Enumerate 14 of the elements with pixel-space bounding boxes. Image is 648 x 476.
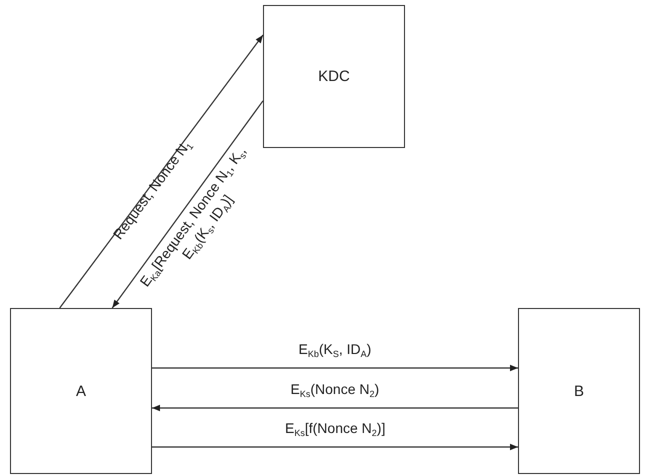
arrow [152,364,518,372]
arrow [152,444,518,450]
edge-label: E$_{Ks}$[f(Nonce N$_{2}$)] [285,420,386,438]
entity-box [518,308,640,474]
edge-label: E$_{Kb}$(K$_{S}$, ID$_{A}$) [298,341,372,360]
edge-label: E$_{Ks}$(Nonce N$_{2}$) [290,381,380,400]
entity-box [263,5,405,148]
arrow [59,34,264,308]
node-label: B [574,382,584,400]
entity-box [10,308,152,474]
node-label: KDC [318,68,350,85]
arrow [112,100,264,308]
node-label: A [76,382,86,400]
arrow [152,404,518,412]
